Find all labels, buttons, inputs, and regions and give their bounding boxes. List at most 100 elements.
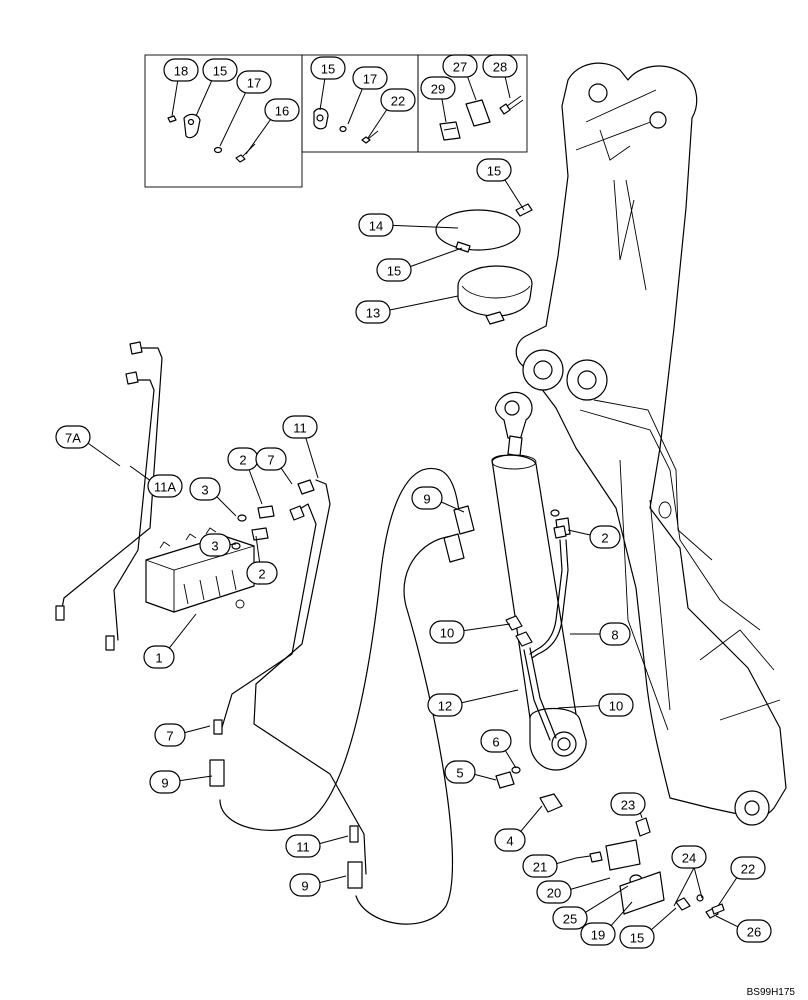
callout-29: 29 <box>420 76 456 123</box>
callout-bubble <box>420 76 456 100</box>
callout-number: 22 <box>391 94 405 109</box>
callout-number: 9 <box>161 776 168 791</box>
callout-leader-line <box>129 465 151 481</box>
callout-number: 15 <box>487 164 501 179</box>
callout-27: 27 <box>442 54 478 101</box>
callout-7: 7 <box>255 447 293 485</box>
callout-bubble <box>429 620 465 644</box>
callout-number: 2 <box>239 453 246 468</box>
callout-bubble <box>580 922 616 946</box>
callout-leader-line <box>179 775 213 782</box>
callout-number: 11 <box>293 421 307 436</box>
callout-bubble <box>264 98 300 122</box>
callout-number: 9 <box>301 879 308 894</box>
callout-number: 1 <box>155 651 162 666</box>
callout-number: 8 <box>611 628 618 643</box>
callout-bubble <box>411 486 443 510</box>
callout-number: 18 <box>174 64 188 79</box>
callout-leader-line <box>567 529 591 536</box>
callout-number: 15 <box>630 931 644 946</box>
callout-bubble <box>282 415 318 439</box>
callout-number: 6 <box>492 735 499 750</box>
callout-number: 7 <box>166 729 173 744</box>
control-valve <box>145 527 255 613</box>
callout-bubble <box>536 880 572 904</box>
callout-leader-line <box>319 875 347 884</box>
callout-number: 3 <box>201 483 208 498</box>
callout-number: 10 <box>440 626 454 641</box>
callout-bubble <box>376 258 412 282</box>
callout-number: 13 <box>366 306 380 321</box>
callout-7a: 7A <box>55 425 121 467</box>
callout-bubble <box>444 760 476 784</box>
callout-2: 2 <box>567 525 621 549</box>
callout-18: 18 <box>163 58 199 117</box>
callout-7: 7 <box>154 723 211 747</box>
callout-bubble <box>619 925 655 949</box>
callout-number: 3 <box>211 539 218 554</box>
callout-leader-line <box>319 78 326 111</box>
callout-24: 24 <box>671 845 707 907</box>
callout-28: 28 <box>482 54 518 99</box>
callout-number: 10 <box>609 699 623 714</box>
callout-leader-line <box>441 98 447 123</box>
callout-leader-line <box>715 915 739 928</box>
callout-number: 28 <box>493 60 507 75</box>
callout-leader-line <box>463 623 511 632</box>
callout-number: 19 <box>591 928 605 943</box>
callout-23: 23 <box>610 792 646 819</box>
callout-bubble <box>427 693 463 717</box>
callout-5: 5 <box>444 760 497 784</box>
callout-bubble <box>736 919 772 943</box>
callout-number: 17 <box>247 76 261 91</box>
callout-bubble <box>189 477 221 501</box>
callout-number: 2 <box>258 567 265 582</box>
callout-22: 22 <box>367 88 416 139</box>
callout-leader-line <box>392 224 459 229</box>
callout-bubble <box>358 213 394 237</box>
callout-leader-line <box>584 885 629 914</box>
callout-leader-line <box>461 689 519 704</box>
callout-bubble <box>236 70 272 94</box>
callout-bubble <box>202 58 238 82</box>
bracket-assembly <box>575 817 725 919</box>
hydraulic-hoses <box>209 467 475 925</box>
callout-leader-line <box>504 749 517 769</box>
callout-leader-line <box>570 877 611 890</box>
callout-25: 25 <box>552 885 629 930</box>
callout-number: 22 <box>741 862 755 877</box>
callout-number: 21 <box>533 860 547 875</box>
callout-number: 17 <box>363 72 377 87</box>
callout-number: 15 <box>321 62 335 77</box>
callout-number: 27 <box>453 60 467 75</box>
callout-leader-line <box>280 467 293 485</box>
callout-number: 15 <box>387 264 401 279</box>
callout-bubble <box>163 58 199 82</box>
callout-bubble <box>143 645 175 669</box>
callout-2: 2 <box>227 447 263 505</box>
callout-leader-line <box>519 805 543 833</box>
small-fittings <box>231 505 567 550</box>
callout-leader-line <box>255 535 261 563</box>
callout-15: 15 <box>310 56 346 111</box>
callout-leader-line <box>503 178 525 211</box>
callout-number: 16 <box>275 104 289 119</box>
callout-number: 7 <box>267 453 274 468</box>
callout-number: 9 <box>423 492 430 507</box>
callout-bubble <box>589 525 621 549</box>
callout-number: 26 <box>747 925 761 940</box>
callout-2: 2 <box>246 535 278 585</box>
callout-bubble <box>482 54 518 78</box>
callout-21: 21 <box>522 854 577 878</box>
callout-leader-line <box>245 118 272 155</box>
callout-11: 11 <box>285 834 349 858</box>
callout-leader-line <box>389 295 459 311</box>
callout-17: 17 <box>347 66 388 125</box>
callout-bubble <box>671 845 707 869</box>
callout-bubble <box>149 770 181 794</box>
callout-number: 20 <box>547 886 561 901</box>
callout-26: 26 <box>715 915 772 943</box>
cylinder-elbow-fittings <box>505 615 533 647</box>
callout-leader-line <box>440 501 465 513</box>
